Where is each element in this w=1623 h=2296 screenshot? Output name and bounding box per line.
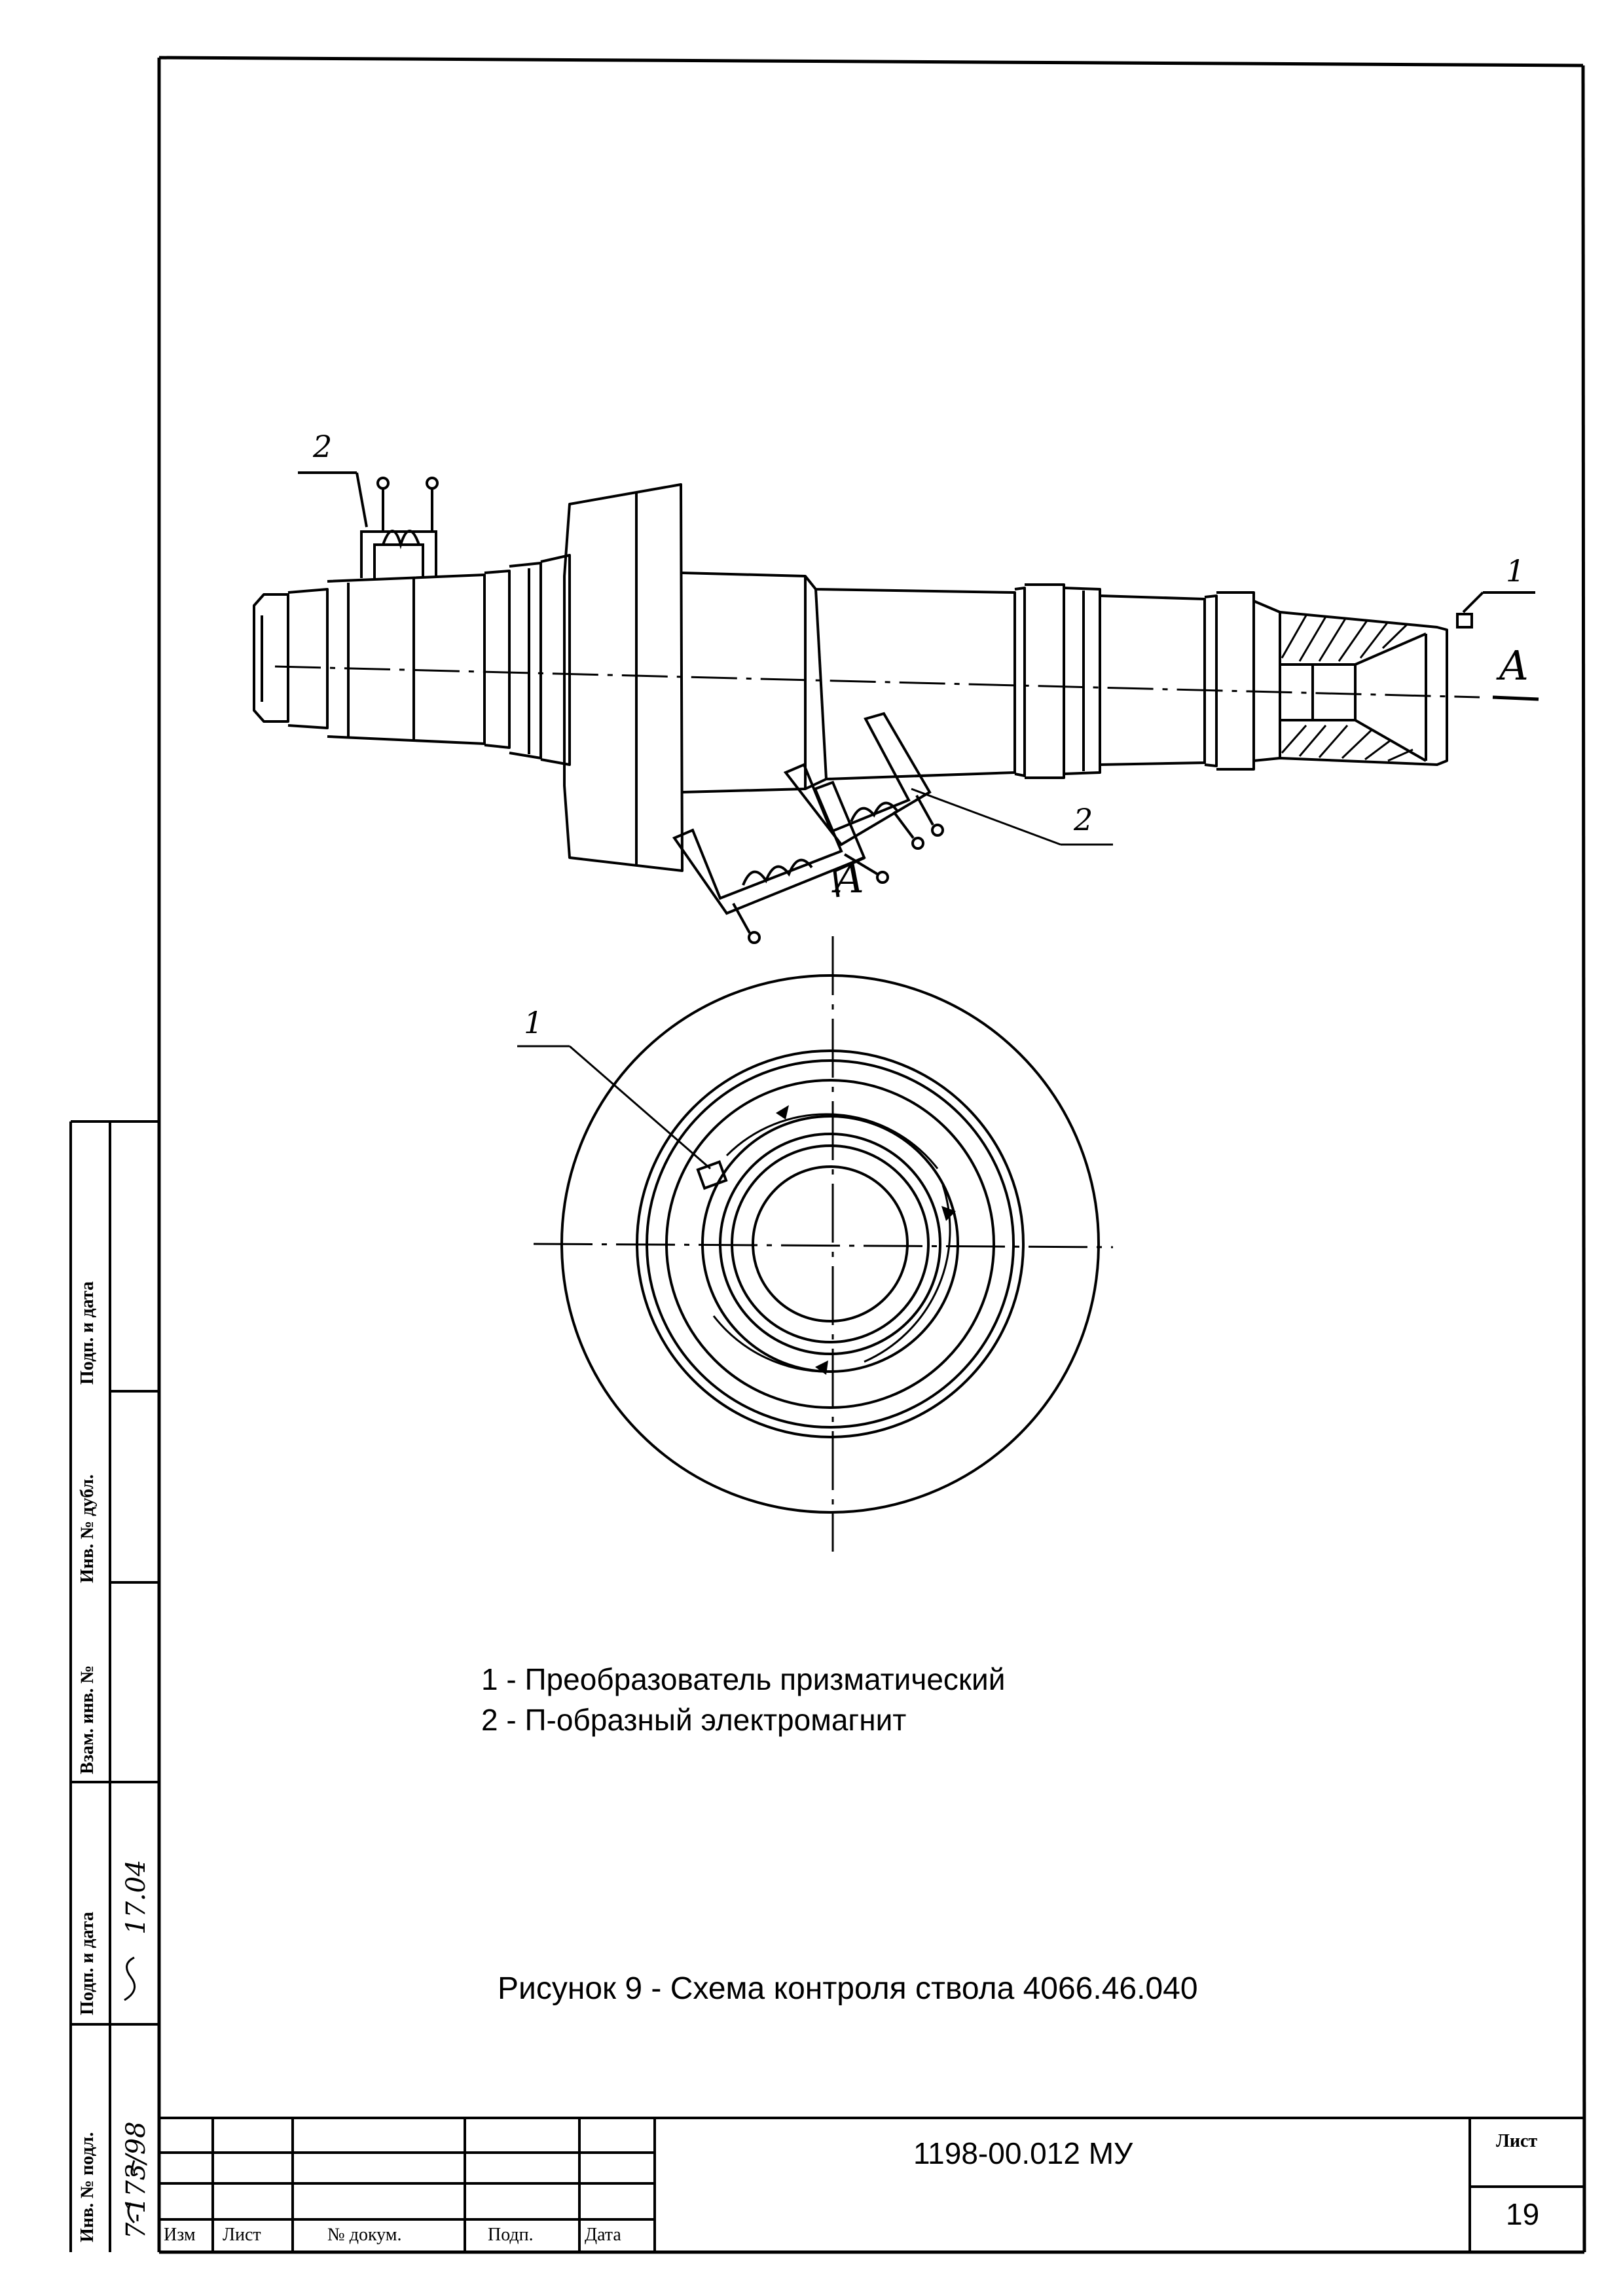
header-date: Дата: [585, 2225, 621, 2245]
callout-2-top: 2: [313, 429, 333, 464]
shaft-drawing: [253, 483, 1448, 872]
section-hatching: [1281, 615, 1413, 762]
header-signature: Подп.: [488, 2225, 534, 2245]
leader-2-right: [911, 788, 1113, 846]
header-doc-number: № докум.: [327, 2225, 402, 2245]
side-stamp-handwriting: [124, 1956, 138, 2224]
title-block-grid: [159, 2117, 1584, 2252]
header-list: Лист: [223, 2225, 261, 2245]
transducer-top: [1456, 591, 1535, 629]
legend-item-1: 1 - Преобразователь призматический: [481, 1662, 1006, 1696]
side-field-inv-dup: Инв. № дубл.: [77, 1474, 98, 1583]
side-signature-date: 17.04: [121, 1859, 151, 1935]
legend-item-2: 2 - П-образный электромагнит: [481, 1703, 907, 1737]
shaft-centerline: [274, 665, 1480, 699]
section-a-lower: A: [835, 854, 864, 902]
side-inv-number: 7-173/98: [121, 2121, 151, 2239]
section-a-marks: [833, 695, 1539, 898]
cross-section: [517, 936, 1114, 1552]
callout-1-top: 1: [1506, 553, 1525, 589]
electromagnet-top: [298, 471, 439, 578]
side-field-sign-date-1: Подп. и дата: [77, 1912, 98, 2015]
document-designation: 1198-00.012 МУ: [913, 2136, 1133, 2170]
side-field-replace-inv: Взам. инв. №: [77, 1665, 98, 1774]
figure-caption: Рисунок 9 - Схема контроля ствола 4066.4…: [498, 1971, 1198, 2006]
electromagnet-lower-right: [783, 712, 944, 850]
sheet-number: 19: [1506, 2197, 1540, 2231]
side-field-sign-date-2: Подп. и дата: [77, 1281, 98, 1385]
side-stamp-grid: [69, 1120, 159, 2252]
side-field-inv-orig: Инв. № подл.: [77, 2132, 98, 2242]
section-a-right: A: [1499, 642, 1529, 689]
page-frame: [157, 56, 1586, 2254]
callout-2-right: 2: [1074, 802, 1093, 837]
sheet-label: Лист: [1496, 2131, 1538, 2151]
callout-1-circle: 1: [524, 1005, 543, 1040]
header-izm: Изм: [164, 2225, 196, 2245]
